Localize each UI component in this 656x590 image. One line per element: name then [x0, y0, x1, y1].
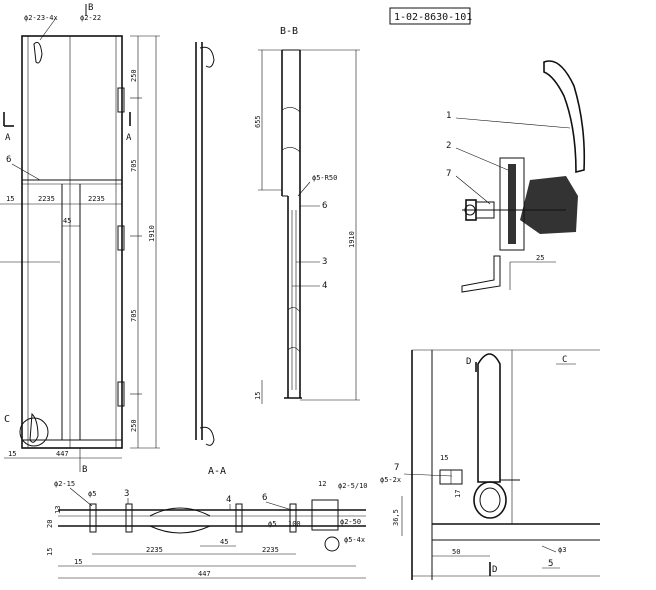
detail-c: D C D 15 7 ϕ5-2x 17 36,5 50 ϕ3 5 — [380, 349, 600, 580]
aa-part-6: 6 — [262, 493, 267, 503]
aa-note-2-5-10: ϕ2-5/10 — [338, 482, 368, 490]
front-part-6: 6 — [6, 155, 11, 165]
side-view — [195, 42, 215, 446]
bb-note-r50: ϕ5-R50 — [312, 174, 337, 182]
c-dim-365: 36,5 — [392, 509, 400, 526]
aa-dim-100: 100 — [288, 520, 301, 528]
c-dim-15: 15 — [440, 454, 448, 462]
front-dim-2235-left: 2235 — [38, 195, 55, 203]
bb-title: B-B — [280, 26, 298, 37]
front-section-a-right: A — [126, 133, 132, 143]
front-dim-250-top: 250 — [130, 69, 138, 82]
aa-part-4: 4 — [226, 495, 231, 505]
front-view-c: C — [4, 414, 10, 425]
front-section-b-bottom: B — [82, 465, 87, 475]
bb-part-6: 6 — [322, 201, 327, 211]
handle-part-2: 2 — [446, 141, 451, 151]
aa-title: A-A — [208, 466, 226, 477]
c-mark-d-top: D — [466, 357, 471, 367]
front-dim-447: 447 — [56, 450, 69, 458]
document-code-box: 1-02-8630-101 — [389, 7, 472, 25]
c-mark-d-bottom: D — [492, 565, 497, 575]
handle-part-7: 7 — [446, 169, 451, 179]
c-note-3: ϕ3 — [558, 546, 566, 554]
aa-dim-2235-a: 2235 — [146, 546, 163, 554]
front-dim-705-top: 705 — [130, 159, 138, 172]
bb-dim-1910: 1910 — [348, 231, 356, 248]
c-part-7: 7 — [394, 463, 399, 473]
bb-part-3: 3 — [322, 257, 327, 267]
aa-dim-15-left: 15 — [46, 548, 54, 556]
handle-part-1: 1 — [446, 111, 451, 121]
document-code: 1-02-8630-101 — [394, 12, 472, 23]
aa-dim-45: 45 — [220, 538, 228, 546]
aa-dim-447: 447 — [198, 570, 211, 578]
section-aa: A-A ϕ2-15 ϕ5 20 13 3 4 6 12 ϕ2-5/10 ϕ5 1… — [46, 466, 368, 579]
front-dim-2235-right: 2235 — [88, 195, 105, 203]
aa-part-3: 3 — [124, 489, 129, 499]
c-note-5-2x: ϕ5-2x — [380, 476, 401, 484]
aa-note-left: ϕ2-15 — [54, 480, 75, 488]
c-dim-50: 50 — [452, 548, 460, 556]
aa-note-5: ϕ5 — [88, 490, 96, 498]
c-dim-17: 17 — [454, 490, 462, 498]
front-dim-1910: 1910 — [148, 225, 156, 242]
aa-dim-2235-b: 2235 — [262, 546, 279, 554]
front-dim-705-bottom: 705 — [130, 309, 138, 322]
front-dim-15-left: 15 — [6, 195, 14, 203]
aa-dim-20: 20 — [46, 520, 54, 528]
aa-dim-12: 12 — [318, 480, 326, 488]
c-part-5: 5 — [548, 559, 553, 569]
aa-dim-15: 15 — [74, 558, 82, 566]
aa-note-2-50: ϕ2-50 — [340, 518, 361, 526]
bb-dim-15: 15 — [254, 392, 262, 400]
handle-detail: 1 2 7 25 — [446, 60, 586, 293]
aa-note-5-4x: ϕ5-4x — [344, 536, 365, 544]
front-top-right-note: ϕ2-22 — [80, 14, 101, 22]
handle-dim-25: 25 — [536, 254, 544, 262]
c-mark-c: C — [562, 355, 567, 365]
aa-note-e5: ϕ5 — [268, 520, 276, 528]
front-top-left-note: ϕ2-23-4x — [24, 14, 58, 22]
front-section-a-left: A — [5, 133, 11, 143]
front-dim-15-bottom: 15 — [8, 450, 16, 458]
bb-dim-655: 655 — [254, 115, 262, 128]
front-view: ϕ2-23-4x ϕ2-22 B A A 6 15 2235 2235 45 2… — [0, 3, 160, 475]
aa-dim-13: 13 — [54, 506, 62, 514]
front-dim-250-bottom: 250 — [130, 419, 138, 432]
bb-part-4: 4 — [322, 281, 327, 291]
front-dim-45: 45 — [63, 217, 71, 225]
front-section-b-top: B — [88, 3, 93, 13]
section-bb: B-B 655 1910 15 ϕ5-R50 6 3 4 — [254, 26, 360, 404]
